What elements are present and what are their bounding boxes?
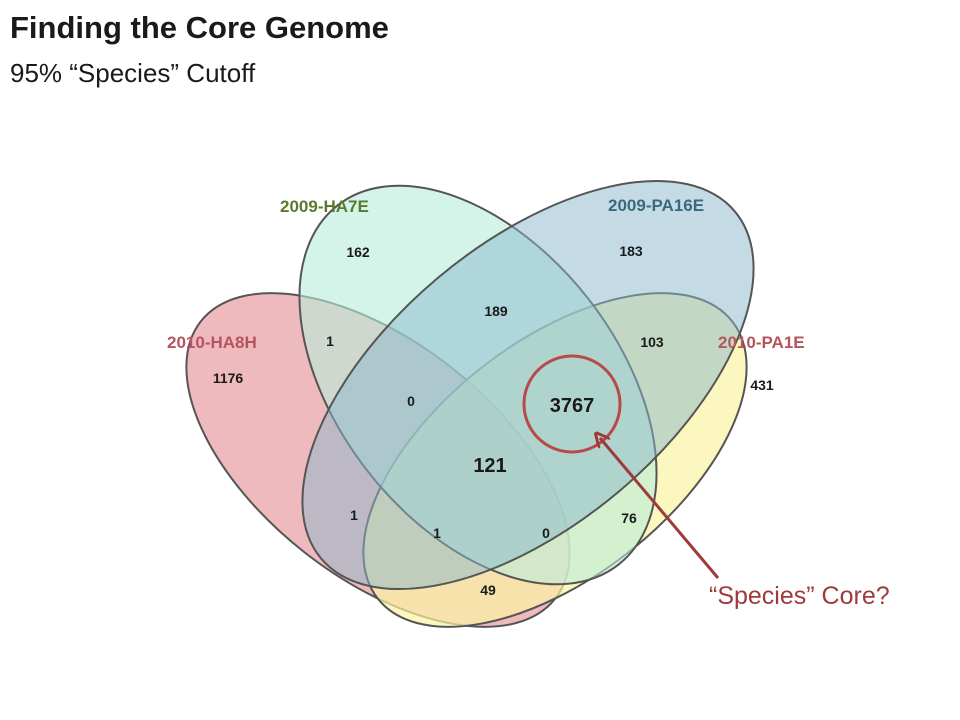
core-highlight-circle (522, 354, 622, 454)
set-label-2010-ha8h: 2010-HA8H (167, 333, 257, 352)
count-ha7e-pa16e-pa1e: 3767 (550, 395, 595, 417)
count-ha8h-pa16e-pa1e: 1 (433, 525, 441, 541)
callout-arrow (600, 438, 720, 579)
count-ha8h-only: 1176 (213, 370, 244, 386)
count-ha7e-only: 162 (346, 244, 370, 260)
count-pa16e-only: 183 (619, 243, 643, 259)
count-pa1e-only: 431 (750, 377, 774, 393)
page-subtitle: 95% “Species” Cutoff (10, 58, 256, 88)
count-ha8h-ha7e: 1 (326, 333, 334, 349)
callout-label: “Species” Core? (709, 582, 890, 610)
count-ha8h-pa16e: 1 (350, 507, 358, 523)
count-ha8h-ha7e-pa16e: 0 (407, 393, 415, 409)
count-ha7e-pa16e: 189 (484, 303, 508, 319)
count-ha8h-pa1e: 49 (480, 582, 496, 598)
count-all-four: 121 (473, 455, 506, 477)
set-label-2010-pa1e: 2010-PA1E (718, 333, 805, 352)
count-pa16e-pa1e: 103 (640, 334, 664, 350)
page-title: Finding the Core Genome (10, 10, 389, 45)
count-ha8h-ha7e-pa1e: 0 (542, 525, 550, 541)
set-label-2009-ha7e: 2009-HA7E (280, 197, 369, 216)
count-ha7e-pa1e: 76 (621, 510, 637, 526)
set-label-2009-pa16e: 2009-PA16E (608, 196, 704, 215)
